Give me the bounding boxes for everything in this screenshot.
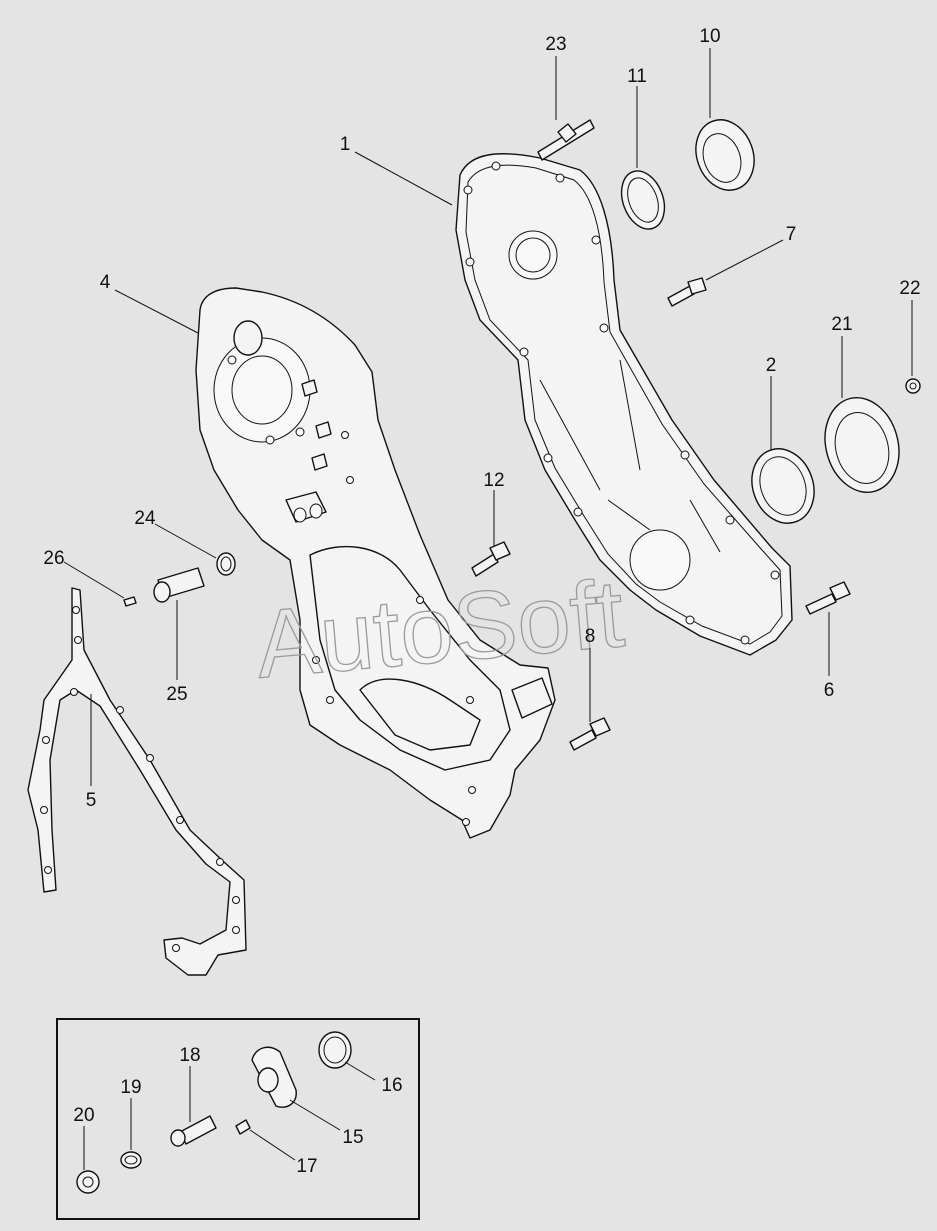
part-8-bolt bbox=[569, 717, 611, 751]
part-16-o-ring bbox=[318, 1031, 352, 1069]
part-26-screw bbox=[123, 596, 137, 607]
callout-11: 11 bbox=[627, 66, 647, 87]
callout-6: 6 bbox=[824, 680, 835, 701]
part-10-oil-seal bbox=[695, 119, 755, 191]
part-18-valve bbox=[170, 1115, 217, 1147]
callout-19: 19 bbox=[120, 1077, 141, 1098]
callout-18: 18 bbox=[179, 1045, 200, 1066]
callout-4: 4 bbox=[100, 272, 111, 293]
part-5-gasket bbox=[27, 587, 247, 976]
callout-8: 8 bbox=[585, 626, 596, 647]
part-20-lock-washer bbox=[76, 1170, 100, 1194]
part-22-nut bbox=[905, 378, 921, 394]
part-7-bolt bbox=[667, 277, 707, 307]
callout-5: 5 bbox=[86, 790, 97, 811]
callout-26: 26 bbox=[43, 548, 64, 569]
callout-10: 10 bbox=[699, 26, 720, 47]
callout-20: 20 bbox=[73, 1105, 94, 1126]
inset-box bbox=[56, 1018, 420, 1220]
callout-12: 12 bbox=[483, 470, 504, 491]
part-25-sensor bbox=[153, 567, 205, 603]
part-11-seal bbox=[620, 170, 666, 230]
callout-15: 15 bbox=[342, 1127, 363, 1148]
part-1-front-cover bbox=[455, 153, 793, 656]
part-15-flange bbox=[251, 1046, 297, 1108]
callout-22: 22 bbox=[899, 278, 920, 299]
part-6-bolt bbox=[805, 581, 851, 615]
part-12-bolt bbox=[471, 541, 511, 577]
callout-17: 17 bbox=[296, 1156, 317, 1177]
callout-7: 7 bbox=[786, 224, 797, 245]
callout-25: 25 bbox=[166, 684, 187, 705]
callout-21: 21 bbox=[831, 314, 852, 335]
part-17-screw bbox=[235, 1119, 251, 1135]
callout-23: 23 bbox=[545, 34, 566, 55]
part-23-stud bbox=[537, 119, 595, 161]
part-24-o-ring bbox=[216, 552, 236, 576]
callout-1: 1 bbox=[340, 134, 351, 155]
leader-lines bbox=[63, 48, 913, 1170]
part-2-seal bbox=[751, 448, 815, 524]
callout-24: 24 bbox=[134, 508, 156, 529]
callout-2: 2 bbox=[766, 355, 777, 376]
callout-16: 16 bbox=[381, 1075, 402, 1096]
part-4-timing-case bbox=[195, 287, 556, 839]
part-21-cover-plate bbox=[824, 397, 900, 493]
callout-labels: 1 2 4 5 6 7 8 10 11 12 15 16 17 18 19 20… bbox=[43, 26, 920, 1177]
part-19-o-ring bbox=[120, 1151, 142, 1169]
